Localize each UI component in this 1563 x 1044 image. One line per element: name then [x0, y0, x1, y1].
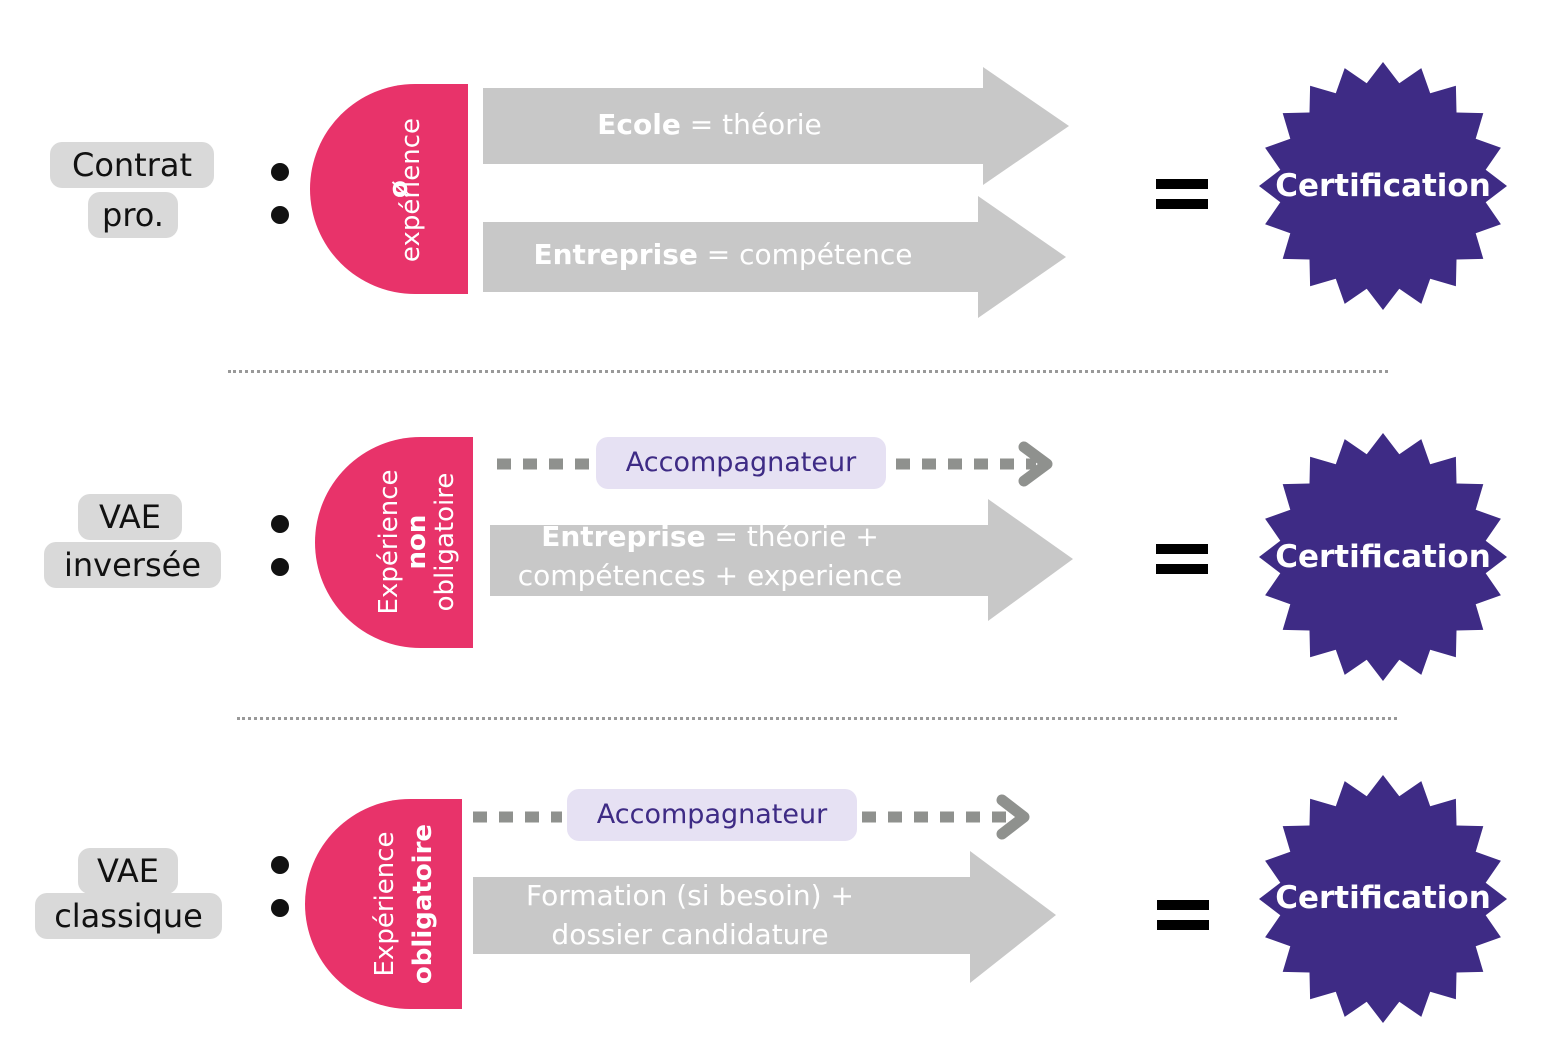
row2-experience-badge — [315, 437, 473, 648]
row2-arrow-bold: Entreprise — [541, 520, 706, 553]
row1-arrow-school-text: Ecole = théorie — [483, 105, 936, 145]
row3-colon-dot-bottom — [271, 899, 289, 917]
row1-colon-dot-top — [271, 163, 289, 181]
row2-certification-seal — [1259, 433, 1507, 681]
row1-equals-bottom — [1156, 199, 1208, 209]
row1-certification-text: Certification — [1275, 168, 1491, 204]
row2-equals-bottom — [1156, 564, 1208, 574]
row3-experience-badge — [305, 799, 462, 1009]
row1-arrow-company — [483, 196, 1066, 318]
divider-2 — [237, 717, 1397, 720]
row1-label-line1: Contrat — [50, 142, 214, 188]
row1-experience-badge — [310, 84, 468, 294]
row3-equals-top — [1157, 900, 1209, 910]
row2-accompagnateur-pill: Accompagnateur — [596, 437, 886, 489]
row2-arrow-rest: = théorie + — [705, 520, 879, 553]
row3-arrow-formation — [473, 851, 1056, 983]
row2-arrow-text-line2: compétences + experience — [517, 559, 903, 592]
divider-1 — [228, 370, 1388, 373]
row3-arrow-text-line1: Formation (si besoin) + — [526, 879, 854, 912]
row2-colon-dot-bottom — [271, 558, 289, 576]
row3-label-line2: classique — [35, 893, 222, 939]
row1-colon-dot-bottom — [271, 206, 289, 224]
row2-colon-dot-top — [271, 515, 289, 533]
row2-label-line2: inversée — [44, 542, 221, 588]
row3-dashed-arrow-head — [996, 794, 1030, 840]
row1-equals-top — [1156, 179, 1208, 189]
row2-equals-top — [1156, 544, 1208, 554]
row1-arrow-school — [483, 67, 1069, 185]
row3-arrow-text-line2: dossier candidature — [551, 918, 829, 951]
row2-arrow-company — [490, 499, 1073, 621]
row3-colon-dot-top — [271, 856, 289, 874]
row2-certification-text: Certification — [1275, 539, 1491, 575]
row2-dashed-arrow-head — [1018, 441, 1053, 487]
row1-company-bold: Entreprise — [533, 238, 698, 271]
row1-label-line2: pro. — [88, 192, 178, 238]
row2-label-line1: VAE — [78, 494, 182, 540]
row3-accompagnateur-pill: Accompagnateur — [567, 789, 857, 841]
row3-equals-bottom — [1157, 920, 1209, 930]
row1-company-rest: = compétence — [697, 238, 913, 271]
row1-certification-seal — [1259, 62, 1507, 310]
row2-arrow-text-line1: Entreprise = théorie + — [490, 517, 930, 557]
row1-school-bold: Ecole — [597, 108, 681, 141]
row3-certification-seal — [1259, 775, 1507, 1023]
row3-label-line1: VAE — [78, 848, 178, 894]
row1-school-rest: = théorie — [680, 108, 822, 141]
row3-certification-text: Certification — [1275, 880, 1491, 916]
row1-arrow-company-text: Entreprise = compétence — [483, 235, 963, 275]
